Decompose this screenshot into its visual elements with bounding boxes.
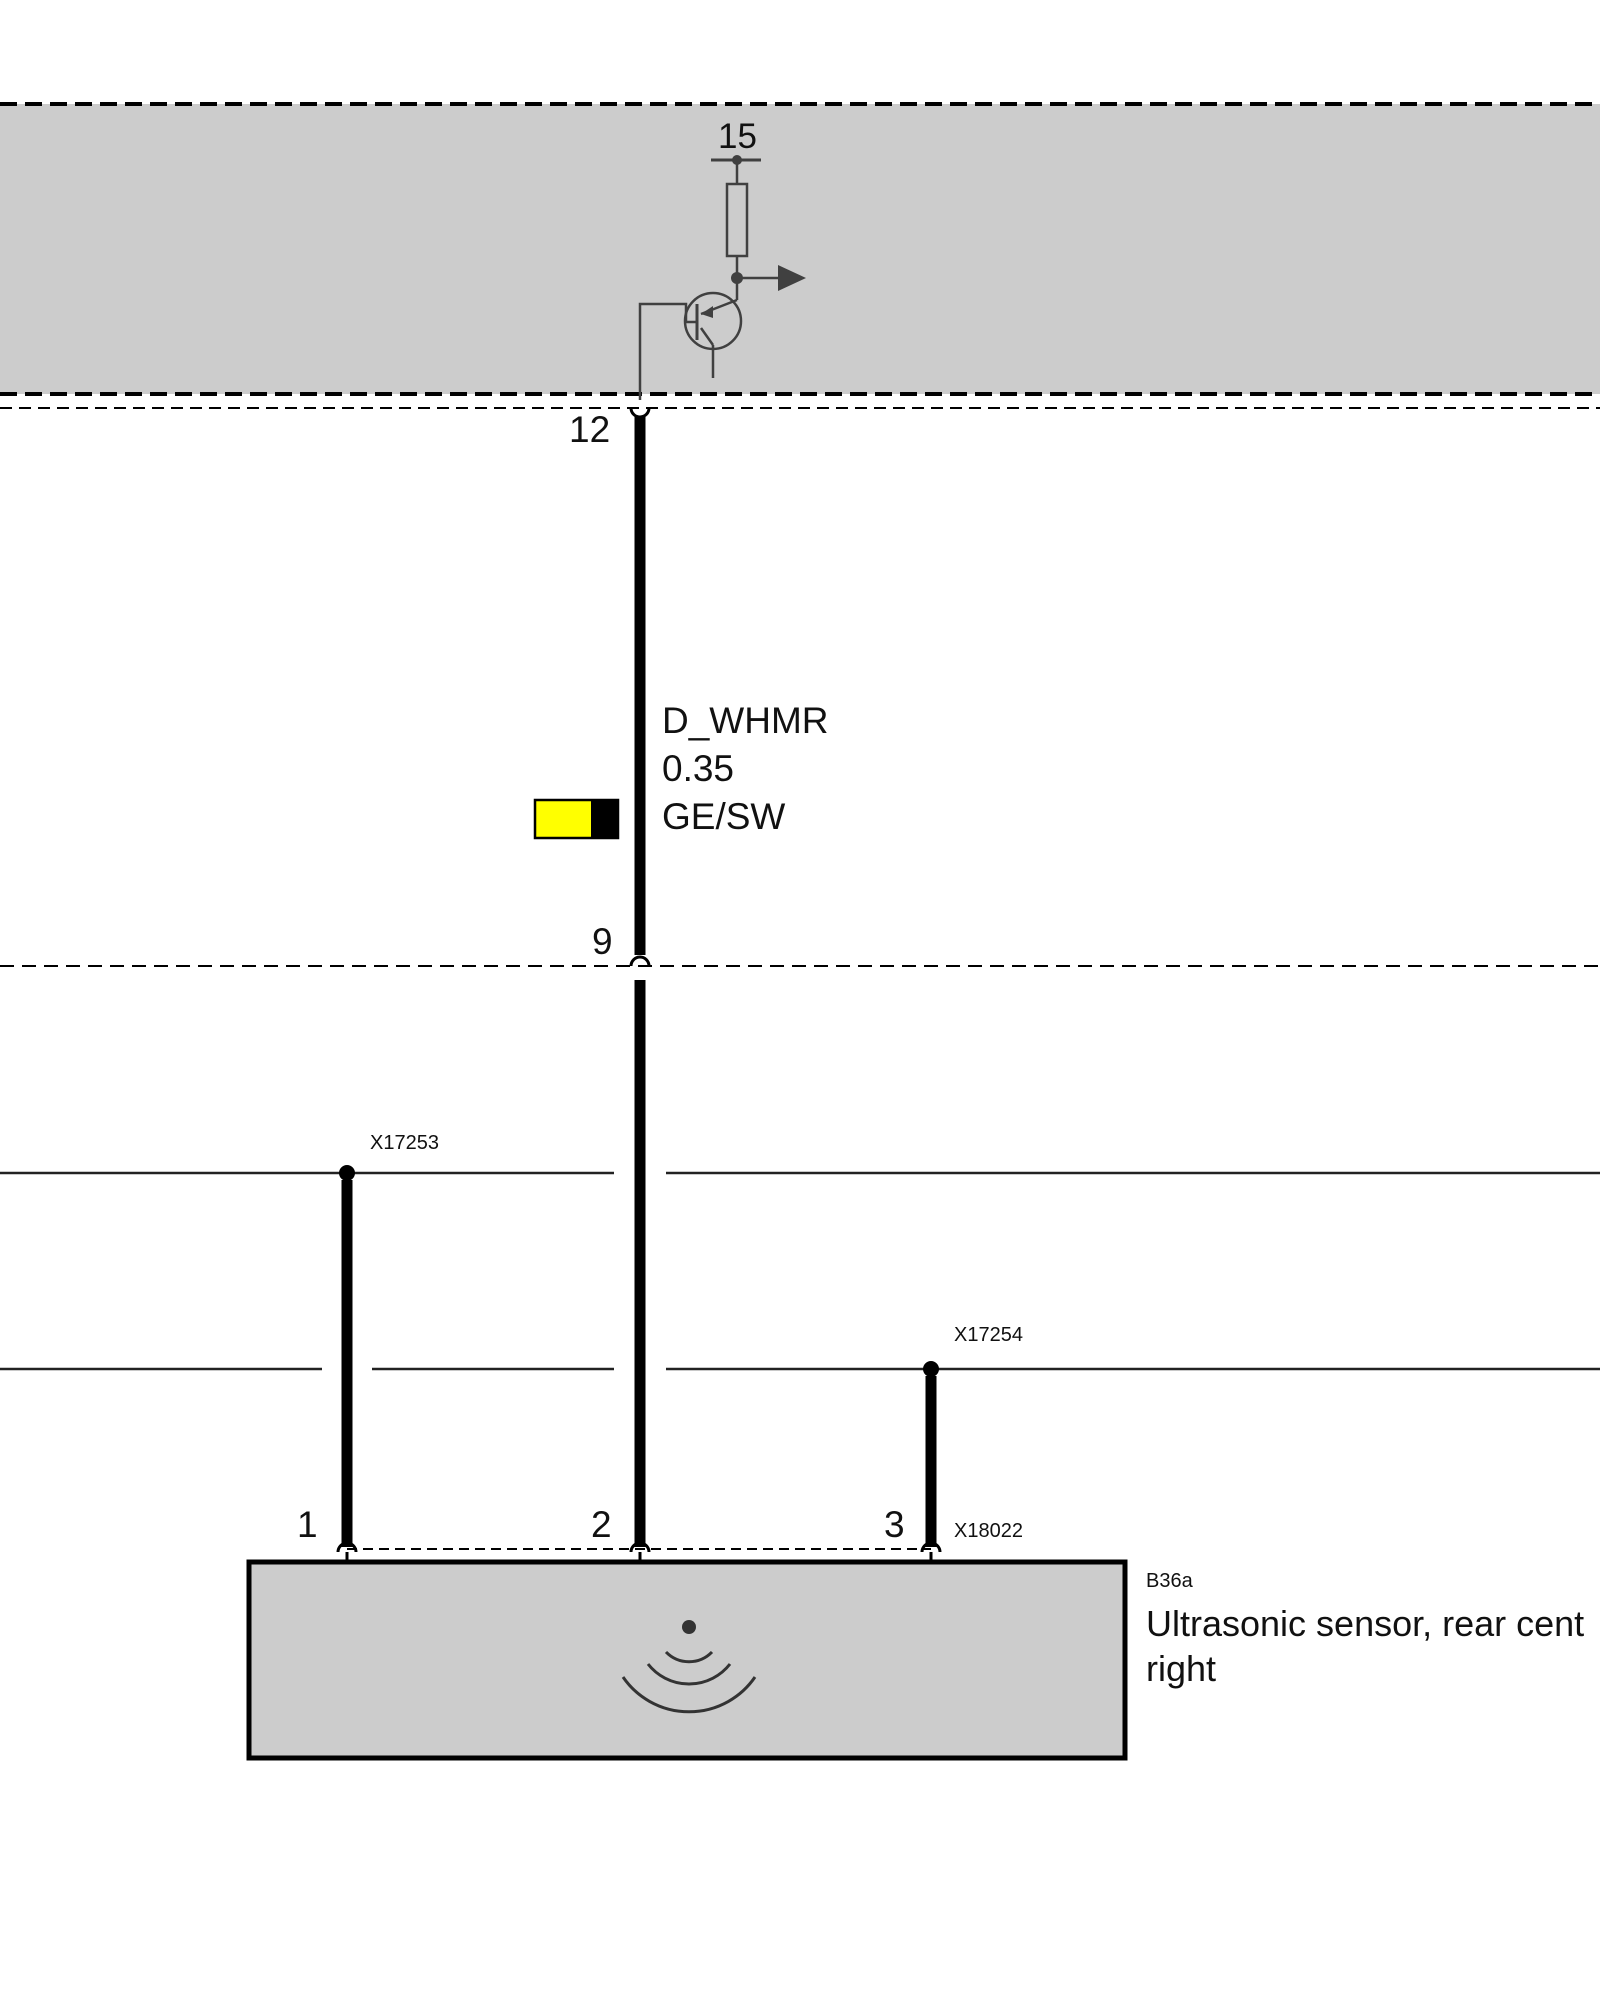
sensor-pin-1-terminal <box>336 1541 358 1553</box>
sensor-pin-3-label: 3 <box>884 1504 905 1545</box>
sensor-pin-2-terminal <box>629 1541 651 1553</box>
sensor-pin-3-terminal <box>920 1541 942 1553</box>
wire-signal-name: D_WHMR <box>662 700 828 741</box>
sensor-pin-1-label: 1 <box>297 1504 318 1545</box>
wire-color-code: GE/SW <box>662 796 785 837</box>
output-pin-label: 12 <box>569 409 610 450</box>
sensor-pin-2-label: 2 <box>591 1504 612 1545</box>
sensor-component-box <box>246 1559 1128 1761</box>
splice-x17253-label: X17253 <box>370 1132 439 1154</box>
wire-cross-section: 0.35 <box>662 748 734 789</box>
splice-x17253-node <box>339 1165 355 1181</box>
sensor-component-code: B36a <box>1146 1570 1194 1592</box>
connector-pin-label: 9 <box>592 921 613 962</box>
supply-terminal-label: 15 <box>718 117 757 156</box>
control-unit-module: 15 <box>0 102 1600 409</box>
splice-x17254-label: X17254 <box>954 1324 1023 1346</box>
connector-pin-terminal <box>629 955 651 967</box>
sensor-name-line2: right <box>1146 1648 1216 1689</box>
splice-x17254-node <box>923 1361 939 1377</box>
base-drive-lead <box>638 302 688 400</box>
output-arrow-icon <box>737 265 806 291</box>
control-unit-box <box>0 104 1600 394</box>
wire-color-swatch <box>533 798 620 840</box>
sensor-name-line1: Ultrasonic sensor, rear cent <box>1146 1603 1584 1644</box>
output-pin-terminal <box>629 407 651 419</box>
sensor-connector-label: X18022 <box>954 1520 1023 1542</box>
ultrasonic-waves-icon <box>621 1620 757 1714</box>
